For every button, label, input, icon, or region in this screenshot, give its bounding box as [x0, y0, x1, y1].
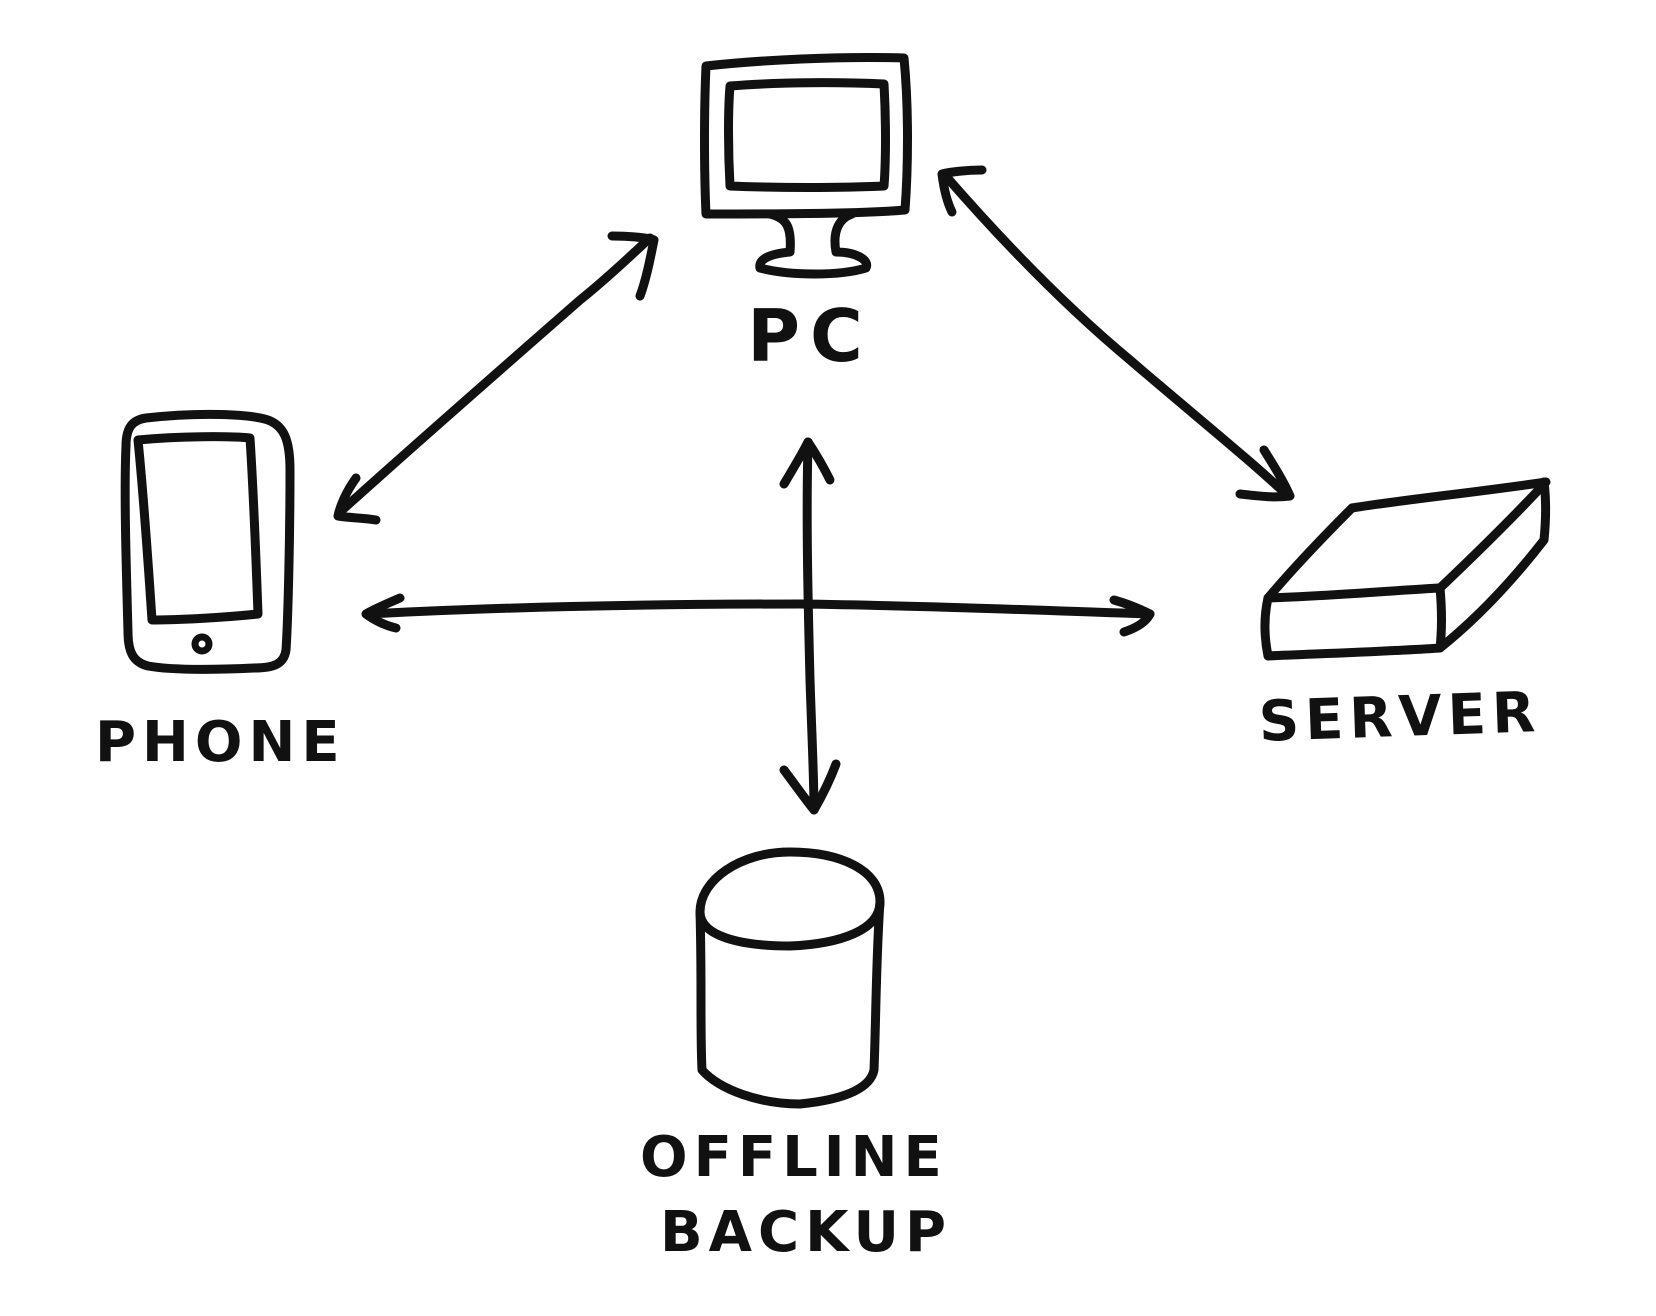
server-label: SERVER	[1257, 680, 1543, 755]
server-icon	[1260, 477, 1551, 661]
pc-label: PC	[747, 294, 873, 378]
backup-label-line2: BACKUP	[660, 1200, 953, 1265]
edge-phone-pc	[333, 231, 659, 525]
monitor-icon	[700, 52, 912, 279]
database-icon	[695, 847, 885, 1109]
edge-pc-backup	[779, 437, 841, 815]
backup-label-line1: OFFLINE	[640, 1125, 948, 1190]
edge-pc-server	[937, 165, 1295, 502]
edge-phone-server	[361, 593, 1155, 637]
phone-icon	[120, 409, 295, 674]
phone-label: PHONE	[95, 710, 346, 775]
